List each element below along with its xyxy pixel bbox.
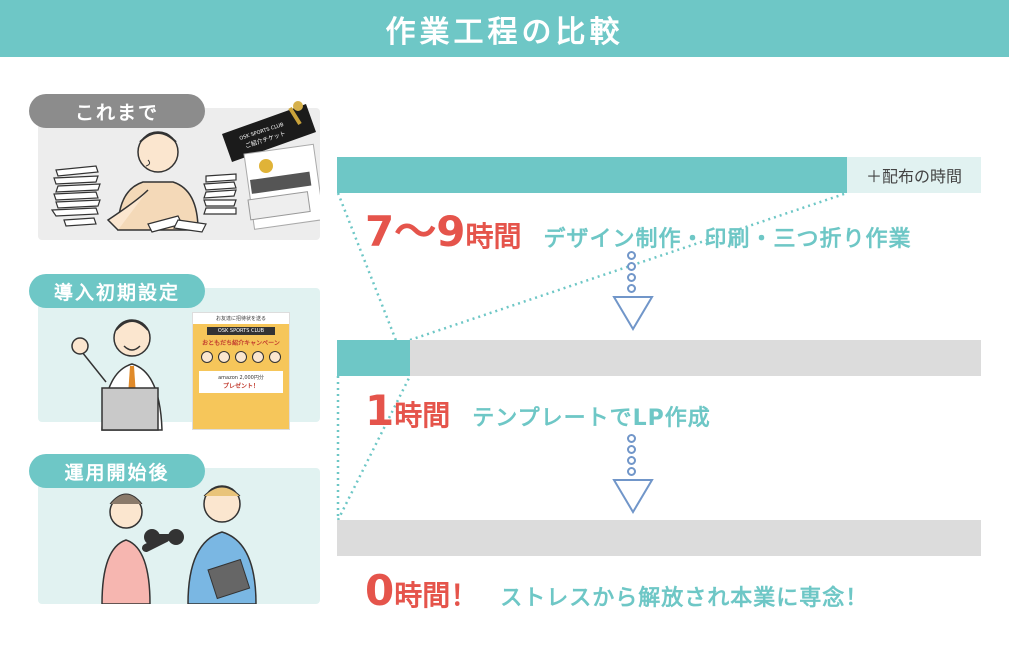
ticket-brochure-illustration: OSK SPORTS CLUB ご紹介チケット: [222, 101, 320, 230]
time-unit-setup: 時間: [394, 399, 451, 432]
time-desc-after: ストレスから解放され本業に専念！: [500, 586, 869, 611]
distribution-time-label: ＋配布の時間: [847, 157, 981, 193]
time-unit-before: 時間: [465, 220, 522, 253]
time-row-before: 7〜9 時間 デザイン制作・印刷・三つ折り作業: [365, 198, 911, 259]
lp-campaign-text: おともだち紹介キャンペーン: [202, 340, 280, 347]
page-header: 作業工程の比較: [0, 0, 1009, 57]
dots-2: [627, 434, 637, 478]
down-arrow-icon: [612, 296, 654, 331]
lp-top-text: お友達に招待状を送る: [193, 313, 289, 324]
phase-label-setup: 導入初期設定: [29, 274, 205, 308]
lp-faces: [193, 347, 289, 367]
time-unit-after: 時間！: [394, 579, 479, 612]
time-number-after: 0: [365, 566, 395, 615]
time-row-setup: 1 時間 テンプレートでLP作成: [365, 386, 711, 435]
lp-club-text: OSK SPORTS CLUB: [207, 327, 275, 335]
stressed-worker-illustration: [50, 131, 237, 233]
page-title: 作業工程の比較: [385, 14, 624, 50]
down-arrow-icon: [612, 479, 654, 514]
time-bar-after: [337, 520, 981, 556]
time-desc-before: デザイン制作・印刷・三つ折り作業: [543, 227, 912, 252]
time-bar-fill-before: [337, 157, 847, 193]
phase-label-after: 運用開始後: [29, 454, 205, 488]
happy-worker-illustration: [71, 319, 163, 431]
lp-preview-illustration: お友達に招待状を送る OSK SPORTS CLUB おともだち紹介キャンペーン…: [192, 312, 290, 430]
dots-1: [627, 251, 637, 295]
time-number-before: 7〜9: [365, 207, 466, 256]
time-bar-before: ＋配布の時間: [337, 157, 981, 193]
fitness-people-illustration: [101, 485, 257, 604]
time-number-setup: 1: [365, 386, 395, 435]
time-row-after: 0 時間！ ストレスから解放され本業に専念！: [365, 566, 868, 615]
time-desc-setup: テンプレートでLP作成: [472, 406, 711, 431]
time-bar-fill-setup: [337, 340, 410, 376]
time-bar-setup: [337, 340, 981, 376]
phase-label-before: これまで: [29, 94, 205, 128]
lp-amazon-text: amazon 2,000円分: [218, 375, 264, 381]
lp-present-text: プレゼント！: [222, 383, 259, 390]
